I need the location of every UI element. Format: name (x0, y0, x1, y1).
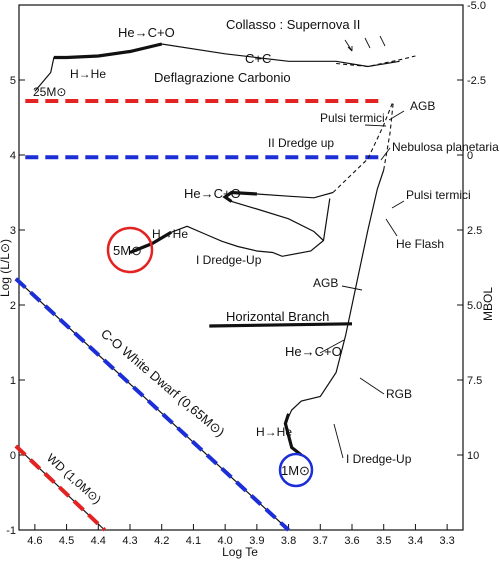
tracks-layer (14, 42, 416, 532)
burning-segment-25msun (53, 42, 163, 60)
annotation-agb-lower: AGB (313, 276, 338, 290)
x-tick-label: 4.6 (27, 535, 42, 547)
annotation-i-dredge-up-1: I Dredge-Up (346, 452, 412, 466)
annotation-pulsi-termici-upper: Pulsi termici (320, 111, 385, 125)
annotation-i-dredge-up-5: I Dredge-Up (196, 253, 262, 267)
annotation-h-he-1: H→He (256, 425, 292, 439)
y-tick-label: 5 (10, 75, 16, 87)
y2-tick-label: 5.0 (467, 300, 482, 312)
y-tick-label: 4 (10, 150, 16, 162)
annotation-deflagrazione: Deflagrazione Carbonio (154, 70, 291, 85)
annotation-1msun: 1M⊙ (281, 463, 310, 478)
annotation-horizontal-branch: Horizontal Branch (226, 309, 329, 324)
annotation-he-co-5: He→C+O (184, 186, 241, 201)
highlight-circle-5msun (106, 226, 154, 274)
plot-frame (18, 4, 464, 531)
co-white-dwarf-blue-overlay (14, 277, 290, 532)
annotation-pulsi-termici-lower: Pulsi termici (406, 188, 471, 202)
burning-segment-1msun (283, 413, 303, 457)
x-tick-label: 3.3 (439, 535, 454, 547)
x-tick-label: 3.8 (281, 535, 296, 547)
y-tick-label: 2 (10, 300, 16, 312)
wd-1msun-red-overlay (14, 444, 107, 532)
x-axis-label: Log Te (222, 545, 258, 559)
y2-tick-label: 10 (467, 450, 479, 462)
horizontal-branch-line (209, 322, 353, 328)
x-tick-label: 4.4 (91, 535, 106, 547)
post-agb-dash-5msun (332, 100, 394, 193)
y-axis-label: Log (L/L⊙) (0, 239, 12, 297)
x-tick-label: 4.5 (59, 535, 74, 547)
y2-axis-label: MBOL (481, 287, 495, 321)
x-tick-label: 4.1 (186, 535, 201, 547)
annotation-agb-upper: AGB (410, 99, 435, 113)
x-tick-label: 4.3 (122, 535, 137, 547)
annotation-co-white-dwarf: C-O White Dwarf (0,65M⊙) (98, 326, 228, 440)
annotation-ii-dredge-up: II Dredge up (268, 136, 334, 150)
annotation-5msun: 5M⊙ (113, 243, 142, 258)
y2-tick-label: 7.5 (467, 375, 482, 387)
annotation-he-flash: He Flash (396, 237, 444, 251)
x-tick-label: 3.9 (249, 535, 264, 547)
track-5msun-blue-loop (224, 191, 334, 241)
annotation-h-he-25: H→He (70, 67, 106, 81)
x-tick-label: 3.4 (408, 535, 423, 547)
y-tick-label: 1 (10, 375, 16, 387)
y2-tick-label: 0 (467, 150, 473, 162)
annotations: He→C+O Collasso : Supernova II C+C Defla… (33, 17, 499, 507)
x-tick-label: 3.5 (376, 535, 391, 547)
x-tick-label: 4.0 (217, 535, 232, 547)
annotation-nebulosa: Nebulosa planetaria (392, 140, 499, 154)
leader-arrows (319, 35, 405, 459)
burning-segment-5msun-loop (222, 190, 257, 203)
y2-tick-label: 2.5 (467, 225, 482, 237)
annotation-cc: C+C (245, 51, 271, 66)
y2-tick-label: -5.0 (467, 0, 486, 12)
x-tick-label: 3.6 (344, 535, 359, 547)
supernova-dash-25msun (336, 55, 416, 68)
y-tick-label: -1 (6, 525, 16, 537)
x-tick-label: 4.2 (154, 535, 169, 547)
annotation-rgb: RGB (386, 387, 412, 401)
annotation-he-co-hb: He→C+O (285, 344, 342, 359)
annotation-h-he-5: H→He (152, 227, 188, 241)
annotation-collasso-supernova: Collasso : Supernova II (226, 17, 360, 32)
y2-tick-label: -2.5 (467, 75, 486, 87)
y-tick-label: 0 (10, 450, 16, 462)
x-tick-label: 3.7 (313, 535, 328, 547)
post-agb-dash-1msun (383, 102, 394, 171)
y-tick-label: 3 (10, 225, 16, 237)
highlight-circle-1msun (278, 452, 314, 488)
annotation-25msun: 25M⊙ (33, 85, 66, 99)
annotation-he-co-top: He→C+O (118, 25, 175, 40)
